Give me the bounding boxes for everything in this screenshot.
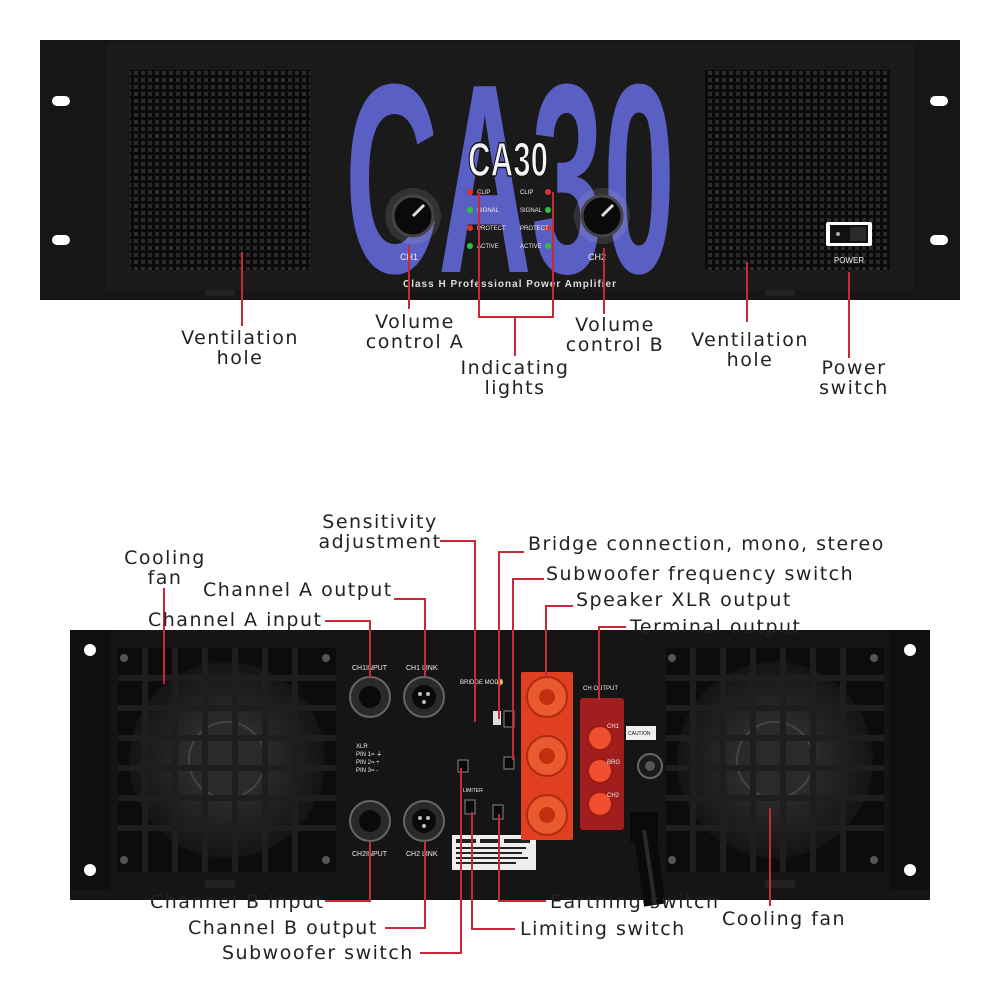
fuse-holder bbox=[637, 753, 663, 779]
limiter-caption: LIMITER bbox=[463, 788, 483, 794]
ch2-input-xlr[interactable] bbox=[349, 800, 391, 842]
label-volume-control-a: Volume control A bbox=[365, 311, 465, 353]
led-label: ACTIVE bbox=[477, 244, 499, 250]
label-cooling-fan-left: Cooling fan bbox=[124, 547, 206, 589]
label-subwoofer-switch: Subwoofer switch bbox=[222, 942, 414, 964]
post-ch1-caption: CH1 bbox=[607, 724, 620, 730]
label-power-switch: Power switch bbox=[819, 357, 889, 399]
ch2-link-caption: CH2 LINK bbox=[406, 851, 438, 858]
ch1-input-xlr[interactable] bbox=[349, 676, 391, 718]
label-channel-b-input: Channel B input bbox=[150, 891, 325, 913]
led-label: PROTECT bbox=[520, 226, 549, 232]
volume-knob-a[interactable] bbox=[385, 188, 441, 244]
ch1-link-xlr[interactable] bbox=[403, 676, 445, 718]
indicator-leds-a bbox=[467, 189, 473, 249]
label-sensitivity-adjustment: Sensitivity adjustment bbox=[318, 511, 442, 553]
led-label: CLIP bbox=[520, 190, 533, 196]
left-vent bbox=[130, 70, 310, 270]
rear-panel: CH1INPUT CH1 LINK CH2INPUT CH2 LINK XLR … bbox=[70, 630, 930, 907]
small-model-logo: CA30 bbox=[468, 134, 548, 187]
terminal-output[interactable] bbox=[580, 698, 624, 830]
power-cord bbox=[630, 812, 666, 907]
ch-output-caption: CH OUTPUT bbox=[583, 686, 618, 692]
cooling-fan-left bbox=[118, 648, 336, 872]
label-subwoofer-frequency-switch: Subwoofer frequency switch bbox=[546, 563, 855, 585]
indicator-leds-b bbox=[545, 189, 551, 249]
label-channel-a-input: Channel A input bbox=[148, 609, 323, 631]
power-switch[interactable] bbox=[826, 222, 872, 246]
led-label: SIGNAL bbox=[520, 208, 543, 214]
big-model-logo: CA30 bbox=[345, 29, 675, 310]
label-ventilation-hole-left: Ventilation hole bbox=[181, 327, 299, 369]
cooling-fan-right bbox=[666, 648, 884, 872]
label-indicating-lights: Indicating lights bbox=[460, 357, 570, 399]
led-label: CLIP bbox=[477, 190, 490, 196]
label-cooling-fan-right: Cooling fan bbox=[722, 908, 847, 930]
label-earthing-switch: Earthing switch bbox=[550, 891, 720, 913]
led-label: SIGNAL bbox=[477, 208, 500, 214]
post-brg-caption: BRG bbox=[607, 760, 620, 766]
label-bridge-connection: Bridge connection, mono, stereo bbox=[528, 533, 885, 555]
ch2-link-xlr[interactable] bbox=[403, 800, 445, 842]
panel-subtitle: Class H Professional Power Amplifier bbox=[403, 279, 617, 290]
label-ventilation-hole-right: Ventilation hole bbox=[691, 329, 809, 371]
label-channel-b-output: Channel B output bbox=[188, 917, 378, 939]
label-channel-a-output: Channel A output bbox=[203, 579, 393, 601]
led-label: ACTIVE bbox=[520, 244, 542, 250]
xlr-pin-legend: XLR PIN 1= ⏚ PIN 2= + PIN 3= - bbox=[356, 744, 384, 774]
led-label: PROTECT bbox=[477, 226, 506, 232]
volume-knob-b[interactable] bbox=[574, 188, 630, 244]
caution-caption: CAUTION bbox=[628, 731, 651, 737]
post-ch2-caption: CH2 bbox=[607, 793, 620, 799]
power-caption: POWER bbox=[834, 256, 864, 265]
bridge-mode-caption: BRIDGE MODE bbox=[460, 680, 503, 686]
label-speaker-xlr-output: Speaker XLR output bbox=[576, 589, 792, 611]
speaker-xlr-output[interactable] bbox=[521, 672, 573, 840]
switch-panel bbox=[457, 710, 515, 820]
label-terminal-output: Terminal output bbox=[630, 616, 802, 638]
label-volume-control-b: Volume control B bbox=[565, 314, 665, 356]
ch2-caption: CH2 bbox=[588, 252, 606, 262]
ch1-link-caption: CH1 LINK bbox=[406, 665, 438, 672]
label-limiting-switch: Limiting switch bbox=[520, 918, 686, 940]
